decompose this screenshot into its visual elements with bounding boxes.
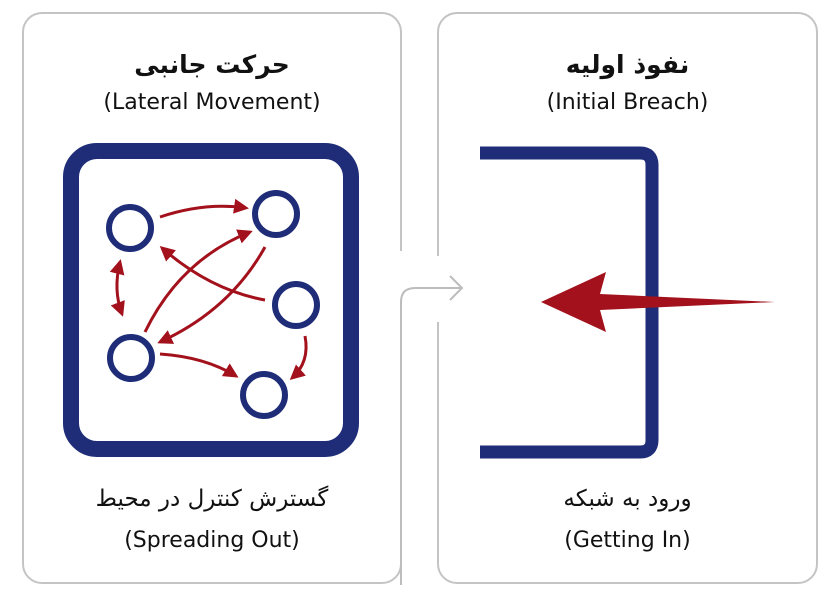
panel-subtitle: (Initial Breach) bbox=[546, 90, 709, 115]
panel-title: حرکت جانبی bbox=[134, 50, 290, 79]
network-node bbox=[272, 281, 320, 329]
connector-arrow-icon bbox=[400, 275, 464, 585]
panel-caption: گسترش کنترل در محیط bbox=[95, 486, 329, 512]
network-node bbox=[252, 190, 300, 238]
panel-caption-english: (Getting In) bbox=[564, 528, 691, 553]
network-node bbox=[107, 334, 155, 382]
network-node bbox=[240, 371, 288, 419]
network-nodes-icon bbox=[63, 143, 359, 457]
panel-subtitle: (Lateral Movement) bbox=[103, 90, 321, 115]
panel-caption: ورود به شبکه bbox=[563, 486, 692, 512]
panel-caption-english: (Spreading Out) bbox=[124, 528, 300, 553]
network-node bbox=[106, 204, 154, 252]
entry-arrow-icon bbox=[480, 146, 775, 459]
panel-title: نفوذ اولیه bbox=[565, 50, 690, 79]
